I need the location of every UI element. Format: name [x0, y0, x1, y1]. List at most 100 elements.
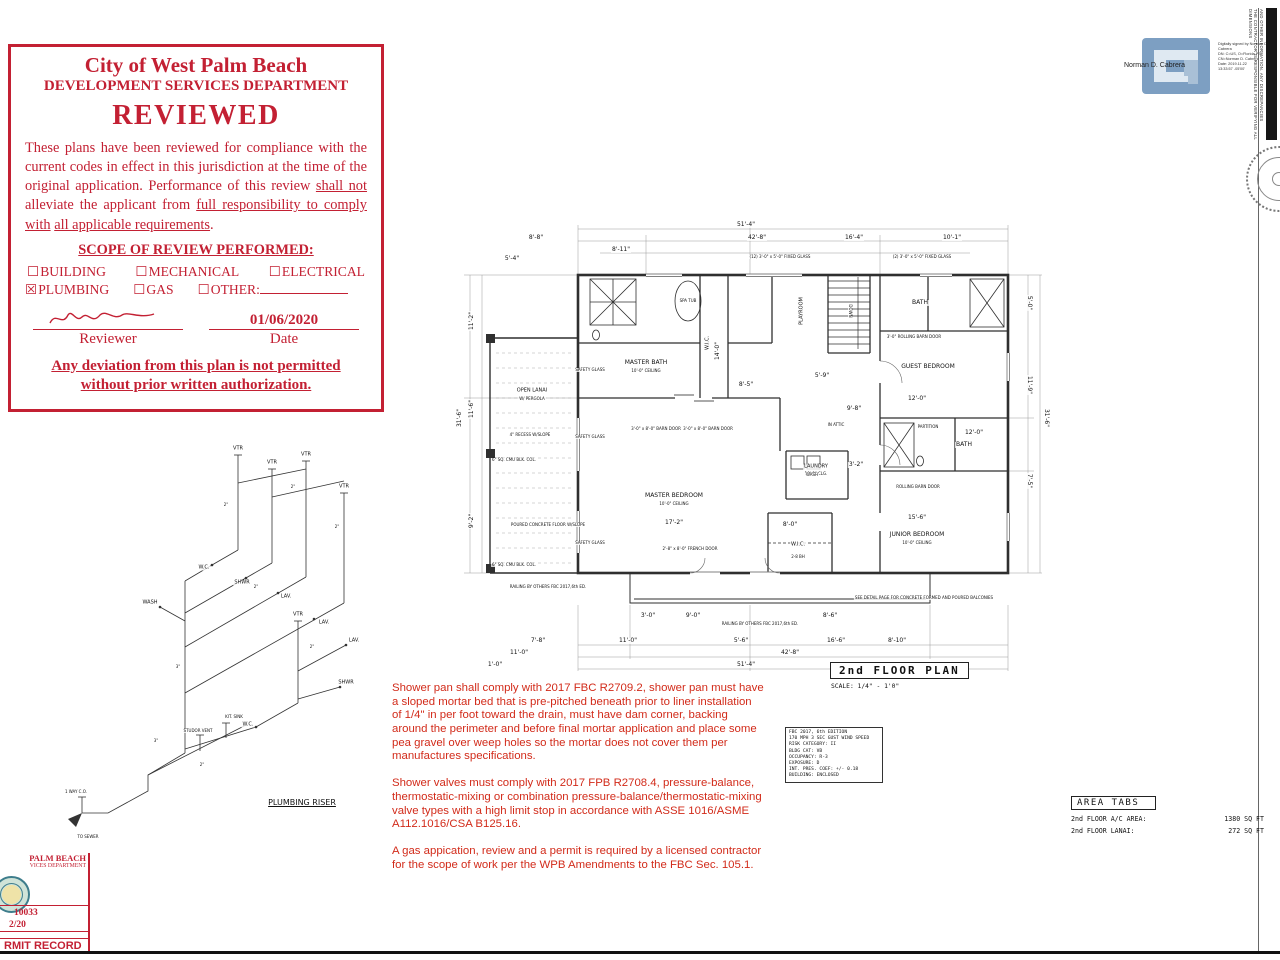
dim-label: 11'-2": [468, 310, 475, 332]
riser-label: 3": [174, 664, 182, 669]
dim-label: 5'-9": [813, 372, 831, 379]
dim-label: 10'-1": [941, 234, 963, 241]
stamp-department: DEVELOPMENT SERVICES DEPARTMENT: [43, 78, 349, 94]
note-gas-permit: A gas appication, review and a permit is…: [392, 844, 762, 871]
text-line: BUILDING: ENCLOSED: [789, 773, 839, 779]
area-lanai-value: 272 SQ FT: [1228, 827, 1264, 835]
riser-label: W.C.: [197, 564, 211, 571]
stamp-body: These plans have been reviewed for compl…: [25, 139, 367, 235]
text-line: Digitally signed by Norman D.: [1218, 42, 1269, 46]
text-segment: These plans have been reviewed for compl…: [25, 140, 367, 195]
text-line: 13:33:57 -05'00': [1218, 66, 1245, 71]
dim-label: 11'-0": [617, 637, 639, 644]
annotation: W/ PERGOLA: [518, 396, 546, 401]
reviewer-signature: [49, 312, 155, 324]
signer-name: Norman D. Cabrera: [1124, 62, 1186, 69]
text-line: BLDG CAT: VB: [789, 748, 823, 754]
title-block-rule: [0, 905, 88, 907]
text-line: EXPOSURE: D: [789, 760, 820, 766]
room-label: MASTER BEDROOM: [644, 492, 704, 499]
fixture-points: [68, 563, 348, 827]
dim-label: 5'-6": [732, 637, 750, 644]
text-line: Date: 2019.11.22: [1218, 61, 1247, 66]
dim-label: 8'-0": [781, 521, 799, 528]
stamp-footer: Any deviation from this plan is not perm…: [51, 357, 341, 394]
annotation: SAFETY GLASS: [574, 367, 606, 372]
unchecked-box-icon: ☐: [197, 281, 210, 297]
permit-dept-line2: VICES DEPARTMENT: [29, 863, 86, 869]
text-line: DN: C=US, O=Florida PE,: [1218, 51, 1262, 56]
dim-label: 5'-4": [503, 255, 521, 262]
permit-dept-line1: PALM BEACH: [29, 853, 86, 863]
annotation: SEE DETAIL PAGE FOR CONCRETE FORMED AND …: [853, 595, 995, 600]
riser-label: LAV.: [279, 593, 293, 600]
date-line: 01/06/2020: [209, 306, 359, 330]
annotation: 3'-0" ROLLING BARN DOOR: [885, 334, 943, 339]
annotation: 10'-0" CEILING: [658, 501, 690, 506]
annotation: DOWN: [848, 303, 853, 319]
dim-label: 7'-8": [529, 637, 547, 644]
permit-title-block: PALM BEACH VICES DEPARTMENT 10033 2/20 R…: [0, 853, 90, 952]
stamp-signature-row: Reviewer 01/06/2020 Date: [25, 306, 367, 348]
area-ac-label: 2nd FLOOR A/C AREA:: [1071, 814, 1147, 823]
permit-date: 2/20: [9, 920, 26, 930]
riser-title: PLUMBING RISER: [267, 798, 337, 807]
dim-label: 42'-8": [746, 234, 768, 241]
annotation: 6" SQ. CMU BLK. COL.: [491, 457, 537, 462]
dim-label: 3'-0": [639, 612, 657, 619]
annotation: POURED CONCRETE FLOOR W/SLOPE: [509, 522, 587, 527]
dim-label: 11'-0": [508, 649, 530, 656]
sheet-margin-bar: [1266, 8, 1277, 140]
plumbing-notes: Shower pan shall comply with 2017 FBC R2…: [392, 682, 764, 885]
stamp-reviewer-col: Reviewer: [33, 306, 183, 348]
stamp-check-row-2: ☒PLUMBING☐GAS☐OTHER:: [25, 282, 367, 298]
room-label: MASTER BATH: [623, 359, 669, 366]
text-segment: all applicable requirements: [54, 216, 211, 233]
dim-label: 31'-6": [456, 407, 463, 429]
text-segment: full responsibility to comply with: [25, 197, 367, 233]
dim-label: 8'-10": [886, 637, 908, 644]
annotation: 10'-0" CEILING: [901, 540, 933, 545]
annotation: SAFETY GLASS: [574, 434, 606, 439]
room-label: LAUNDRY: [803, 463, 829, 470]
riser-label: KIT. SINK: [224, 714, 244, 719]
floor-plan-drawing: [464, 225, 1042, 671]
annotation: 2'-8" x 8'-0" FRENCH DOOR: [661, 546, 719, 551]
window-gaps: [576, 273, 1010, 575]
dim-label: 15'-6": [906, 514, 928, 521]
riser-label: 2": [308, 644, 316, 649]
text-segment: alleviate the applicant from: [25, 197, 197, 214]
riser-label: VTR: [292, 611, 304, 618]
stamp-date-col: 01/06/2020 Date: [209, 306, 359, 348]
dim-label: 9'-0": [684, 612, 702, 619]
stamp-scope-title: SCOPE OF REVIEW PERFORMED:: [78, 241, 314, 258]
note-shower-pan: Shower pan shall comply with 2017 FBC R2…: [392, 682, 764, 763]
dim-label: 5'-0": [1026, 294, 1033, 312]
dim-label: 11'-6": [468, 398, 475, 420]
annotation: SPA TUB: [678, 298, 698, 303]
dim-label: 8'-5": [737, 381, 755, 388]
date-label: Date: [269, 330, 299, 347]
room-label: BATH: [955, 441, 973, 448]
dim-label: 8'-8": [527, 234, 545, 241]
plan-scale: SCALE: 1/4" - 1'0": [831, 683, 900, 690]
text-segment: shall not: [315, 178, 368, 195]
annotation: 4" RECESS W/SLOPE: [508, 432, 552, 437]
riser-label: LAV.: [347, 637, 361, 644]
riser-label: 2": [198, 762, 206, 767]
room-label: GUEST BEDROOM: [900, 363, 956, 370]
checkbox-mechanical: ☐MECHANICAL: [135, 263, 240, 279]
unchecked-box-icon: ☐: [27, 263, 40, 279]
sheet-edge-line: [1258, 8, 1259, 952]
margin-note-line1: THE CONTRACTOR IS RESPONSIBLE FOR VERIFY…: [1248, 9, 1259, 140]
architect-seal-inner-ring: [1257, 157, 1280, 201]
dim-label: 31'-6": [1043, 407, 1050, 429]
lanai-columns: [486, 334, 495, 573]
window-glazing: [576, 273, 1010, 573]
checkbox-building: ☐BUILDING: [27, 263, 106, 279]
blank-line: [259, 283, 348, 294]
room-label: PLAYROOM: [798, 296, 805, 326]
stairs: [828, 277, 870, 349]
stamp-reviewed: REVIEWED: [112, 100, 280, 131]
annotation: 6" SQ. CMU BLK. COL.: [491, 562, 537, 567]
